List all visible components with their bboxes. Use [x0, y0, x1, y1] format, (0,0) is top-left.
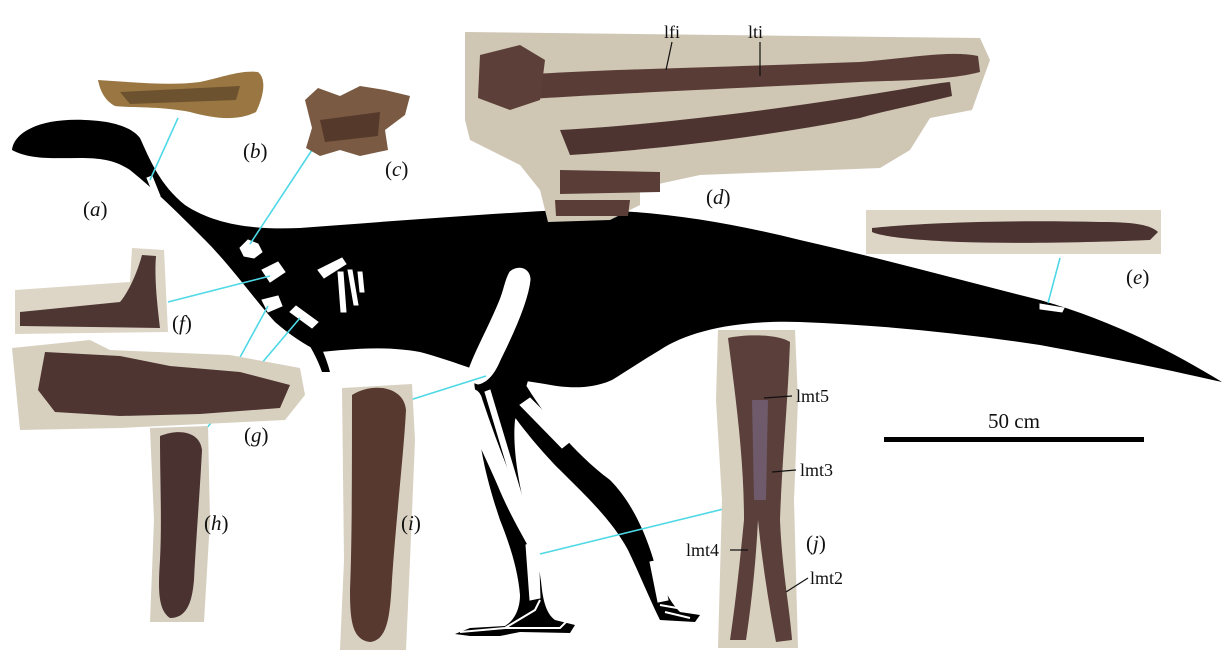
- leader-e: [1048, 258, 1060, 303]
- annotation-lti: lti: [748, 22, 763, 42]
- photo-panel-h: [150, 426, 210, 622]
- label-e: (e): [1126, 265, 1149, 289]
- annotation-lmt2: lmt2: [810, 568, 843, 588]
- leader-b: [150, 118, 178, 180]
- scale-bar-line: [884, 437, 1144, 442]
- label-i: (i): [401, 511, 421, 535]
- annotation-lmt3: lmt3: [800, 460, 833, 480]
- label-h: (h): [204, 511, 229, 535]
- annotation-lmt5: lmt5: [796, 386, 829, 406]
- label-f: (f): [172, 311, 192, 335]
- label-d: (d): [706, 185, 731, 209]
- photo-panel-b: [98, 72, 263, 118]
- label-j-letter: j: [810, 531, 819, 555]
- label-h-letter: h: [211, 511, 222, 535]
- fossil-j-shaft: [752, 400, 768, 500]
- foot-near-toes: [460, 600, 568, 632]
- scale-bar-label: 50 cm: [988, 409, 1040, 433]
- label-a-letter: a: [90, 197, 101, 221]
- scale-bar: 50 cm: [884, 409, 1144, 442]
- annotation-lmt4: lmt4: [686, 540, 719, 560]
- label-c-letter: c: [392, 157, 402, 181]
- label-b: (b): [243, 139, 268, 163]
- label-c: (c): [385, 157, 408, 181]
- label-d-letter: d: [713, 185, 724, 209]
- fossil-d-metatarsals: [555, 170, 660, 216]
- photo-panel-f: [15, 248, 168, 334]
- photo-panel-e: [866, 210, 1161, 254]
- photo-panel-j: [716, 330, 798, 648]
- label-i-letter: i: [408, 511, 414, 535]
- label-b-letter: b: [250, 139, 261, 163]
- label-g: (g): [244, 423, 269, 447]
- annotation-lfi: lfi: [664, 22, 680, 42]
- label-f-letter: f: [179, 311, 188, 335]
- label-a: (a): [83, 197, 108, 221]
- photo-panel-c: [305, 86, 410, 156]
- label-j: (j): [806, 531, 826, 555]
- photo-panel-g: [12, 340, 305, 430]
- label-e-letter: e: [1133, 265, 1142, 289]
- label-g-letter: g: [251, 423, 262, 447]
- fossil-d-tarsals: [478, 45, 545, 110]
